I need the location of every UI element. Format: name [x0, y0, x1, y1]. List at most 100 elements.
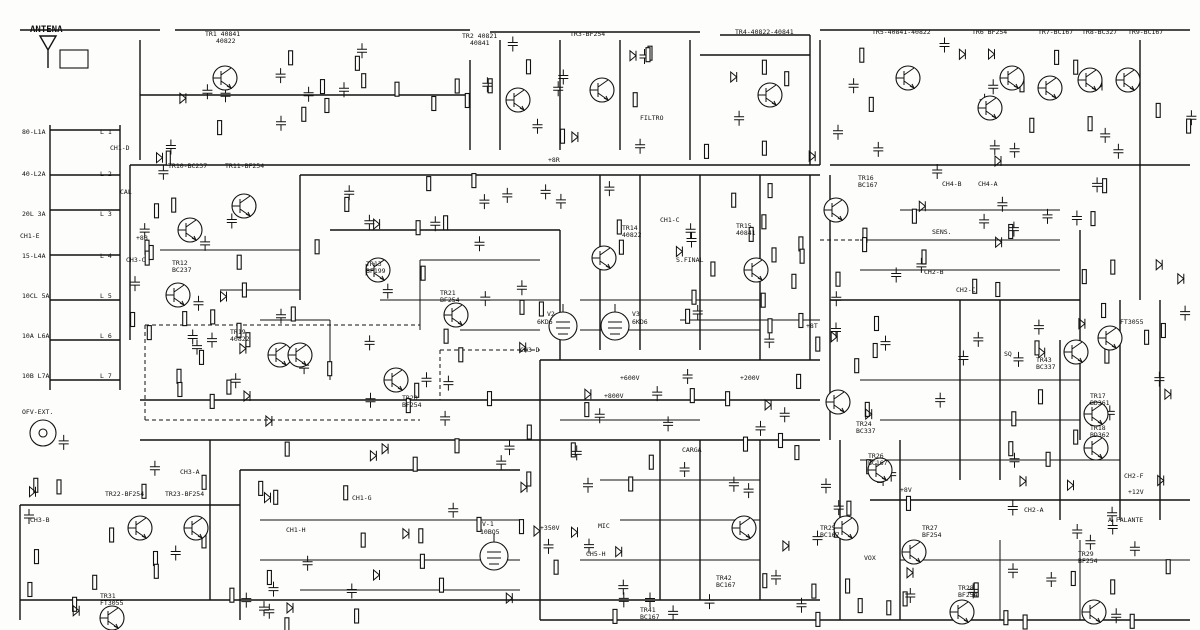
resistor — [559, 128, 566, 144]
resistor — [266, 569, 272, 586]
capacitor — [339, 82, 349, 98]
resistor — [1029, 117, 1035, 133]
resistor — [458, 347, 464, 363]
capacitor — [440, 410, 451, 426]
resistor — [691, 289, 697, 305]
channel-label: CH1-D — [110, 144, 130, 152]
resistor — [146, 325, 152, 341]
coil-label: 80-L1A — [22, 128, 46, 136]
tr-label-sub: 40841 — [736, 229, 756, 237]
tr-label: TR10-BC237 — [168, 162, 207, 170]
capacitor — [1104, 405, 1115, 421]
resistor — [1073, 429, 1079, 445]
diode — [373, 568, 381, 582]
capacitor — [543, 538, 554, 554]
resistor — [902, 591, 908, 607]
capacitor — [259, 601, 269, 617]
resistor — [209, 393, 215, 409]
coil-label: L 6 — [100, 332, 112, 340]
resistor — [584, 402, 590, 418]
transistor-symbol — [833, 515, 859, 541]
capacitor — [275, 68, 286, 84]
diode — [179, 92, 187, 105]
resistor — [526, 471, 532, 487]
resistor — [361, 73, 367, 89]
capacitor — [346, 583, 357, 599]
capacitor — [276, 115, 286, 131]
capacitor — [1180, 305, 1191, 321]
vox-label: VOX — [864, 554, 876, 562]
resistor — [141, 483, 147, 499]
capacitor — [1009, 142, 1020, 158]
capacitor — [149, 460, 160, 476]
capacitor — [357, 43, 367, 59]
capacitor — [916, 257, 927, 273]
supply-label: +8T — [806, 322, 818, 330]
capacitor — [833, 500, 844, 516]
capacitor — [264, 603, 275, 619]
resistor — [324, 97, 330, 114]
tr-label: TR29 — [1078, 550, 1094, 558]
capacitor — [1107, 506, 1118, 522]
transistor-symbol — [1077, 67, 1103, 93]
capacitor — [496, 455, 507, 471]
cal-label: CAL — [120, 188, 132, 196]
diode — [1067, 479, 1075, 492]
resistor — [796, 373, 802, 389]
diode — [265, 414, 273, 428]
resistor — [1008, 441, 1014, 457]
tr-label: TR27 — [922, 524, 938, 532]
transistor-symbol — [895, 65, 921, 91]
diode — [808, 150, 816, 163]
tr-label-sub: BF254 — [958, 591, 978, 599]
resistor — [152, 550, 159, 567]
channel-label: CH5-H — [586, 550, 606, 558]
diode — [286, 601, 294, 614]
transistor-symbol — [825, 389, 851, 415]
capacitor — [979, 213, 990, 229]
capacitor — [504, 440, 515, 456]
capacitor — [344, 185, 355, 201]
tr-label: TR20 — [402, 394, 418, 402]
valve-v1 — [479, 534, 509, 571]
valve-label-sub: 6KD6 — [632, 318, 648, 326]
resistor — [742, 436, 749, 452]
resistor — [872, 342, 878, 359]
resistor — [748, 226, 754, 242]
resistor — [1165, 559, 1171, 575]
diode — [369, 449, 378, 462]
tr-label-sub: BC167 — [820, 531, 840, 539]
resistor — [394, 81, 400, 97]
diode — [156, 151, 164, 164]
transistor-symbol — [287, 342, 313, 368]
resistor — [1073, 59, 1079, 75]
resistor — [1054, 49, 1060, 65]
coil-label: L 2 — [100, 170, 112, 178]
diode — [865, 408, 873, 421]
capacitor — [382, 283, 393, 299]
resistor — [632, 92, 638, 108]
tr-label: TR12 — [172, 259, 188, 267]
capacitor — [663, 416, 674, 432]
supply-label: +800V — [604, 392, 624, 400]
capacitor — [532, 118, 543, 134]
transistor-symbol — [1083, 401, 1109, 427]
resistor — [854, 358, 860, 374]
capacitor — [1033, 319, 1044, 335]
tr-label-sub: BF199 — [366, 267, 386, 275]
diode — [1155, 258, 1163, 271]
transistor-symbol — [999, 65, 1025, 91]
tr-label-sub: BD362 — [1090, 431, 1110, 439]
diode — [730, 70, 738, 84]
resistor — [921, 249, 927, 265]
tr-label: TR42 — [716, 574, 732, 582]
tr-label-sub: BF254 — [440, 296, 460, 304]
capacitor — [558, 69, 569, 85]
capacitor — [583, 477, 593, 493]
resistor — [241, 282, 247, 298]
transistor-symbol — [949, 599, 975, 625]
channel-label: CH2-F — [1124, 472, 1144, 480]
capacitor — [430, 216, 441, 232]
diode — [782, 539, 790, 552]
resistor — [420, 265, 426, 281]
